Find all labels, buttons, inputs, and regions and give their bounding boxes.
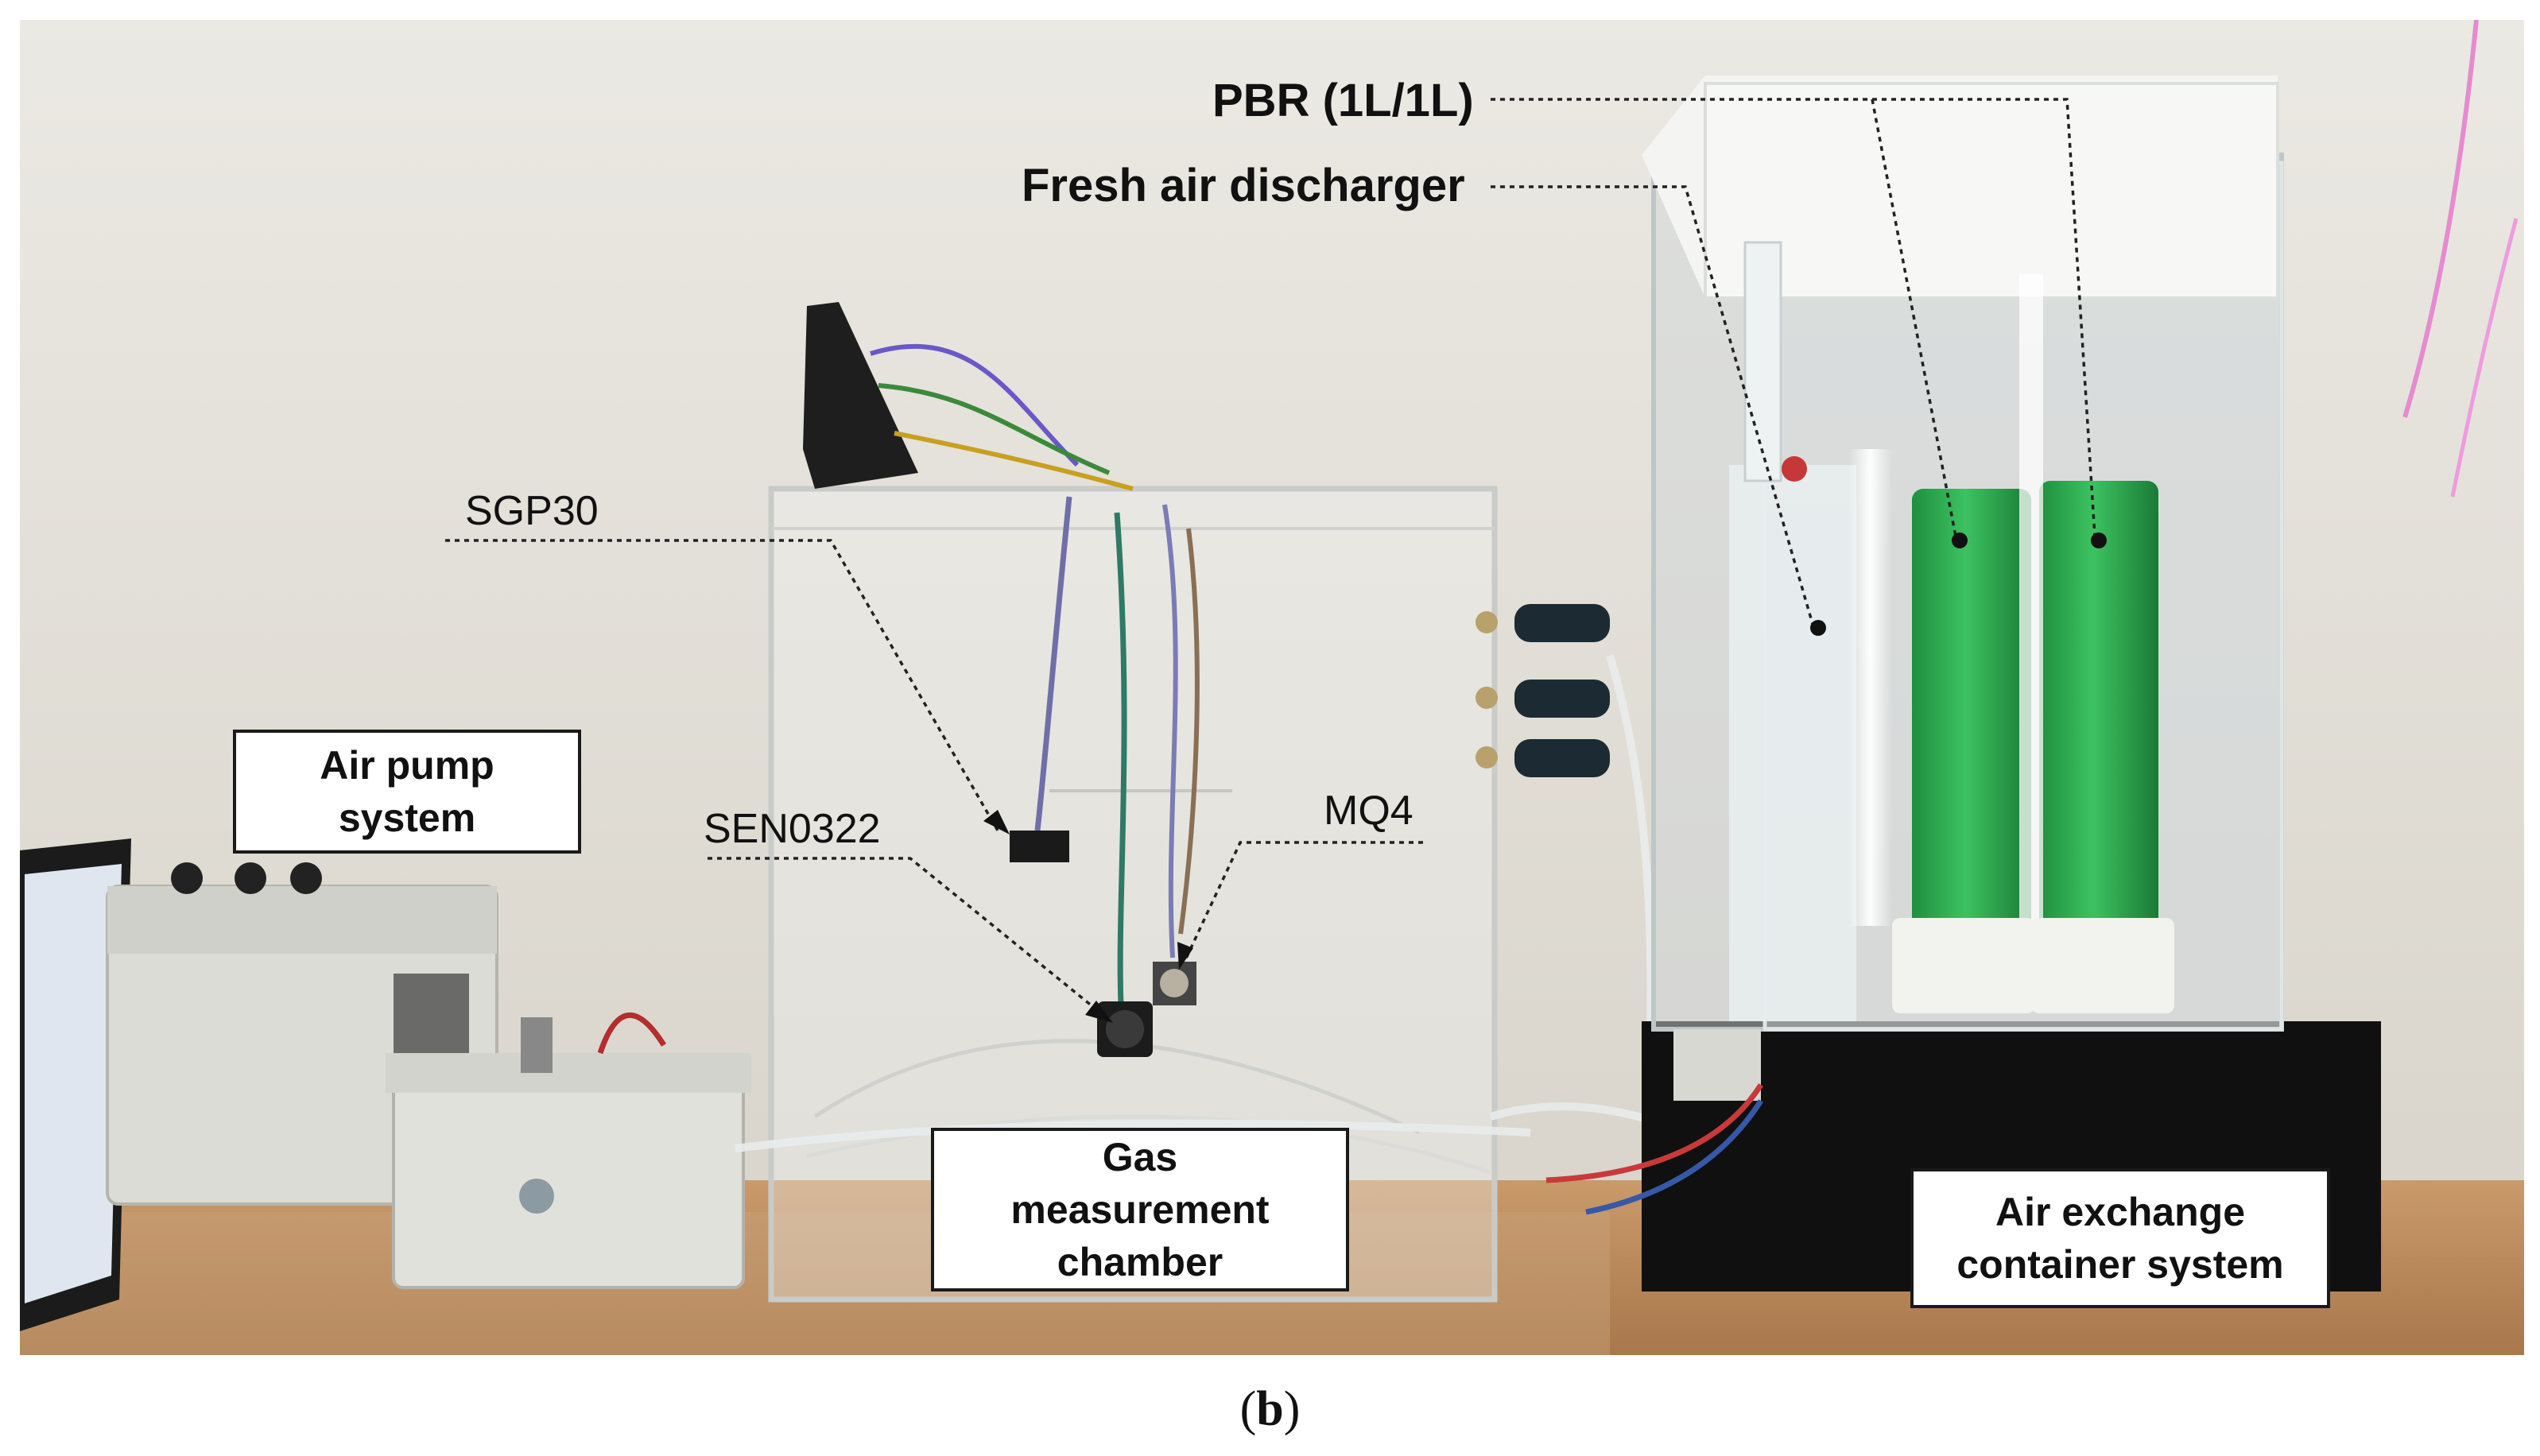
sgp30-label: SGP30 bbox=[465, 488, 599, 534]
sgp30-sensor bbox=[1010, 831, 1069, 862]
sensor-cables bbox=[1034, 496, 1200, 1006]
chamber-fittings bbox=[1476, 604, 1610, 777]
leader-lines bbox=[445, 98, 2096, 1015]
figure-caption: (b) bbox=[0, 1381, 2540, 1438]
pink-fiber bbox=[2402, 20, 2479, 418]
air-pump-system-box: Air pump system bbox=[233, 730, 581, 854]
led-strip bbox=[1848, 449, 1892, 926]
sen0322-label: SEN0322 bbox=[704, 806, 881, 852]
leader-arrowheads bbox=[983, 810, 1193, 1023]
laptop bbox=[20, 838, 131, 1331]
sen0322-sensor bbox=[1097, 1001, 1153, 1057]
leader-dots bbox=[1810, 532, 2107, 636]
mq4-label: MQ4 bbox=[1324, 788, 1413, 834]
mq4-sensor bbox=[1153, 962, 1196, 1005]
air-pump-device bbox=[106, 862, 751, 1289]
caption-close: ) bbox=[1283, 1382, 1301, 1436]
pbr-tube-left bbox=[1912, 489, 2031, 950]
air-exchange-container-system-box: Air exchange container system bbox=[1910, 1168, 2330, 1308]
pbr-tube-right bbox=[2039, 481, 2158, 950]
air-exchange-container bbox=[1545, 76, 2381, 1291]
caption-letter: b bbox=[1256, 1382, 1284, 1436]
fresh-air-discharger-label: Fresh air discharger bbox=[1022, 160, 1465, 211]
caption-open: ( bbox=[1239, 1382, 1257, 1436]
pbr-label: PBR (1L/1L) bbox=[1212, 75, 1474, 126]
apparatus-photo: PBR (1L/1L) Fresh air discharger SGP30 S… bbox=[20, 20, 2524, 1355]
sensor-board bbox=[803, 302, 1134, 491]
gas-measurement-chamber-box: Gas measurement chamber bbox=[931, 1128, 1349, 1291]
